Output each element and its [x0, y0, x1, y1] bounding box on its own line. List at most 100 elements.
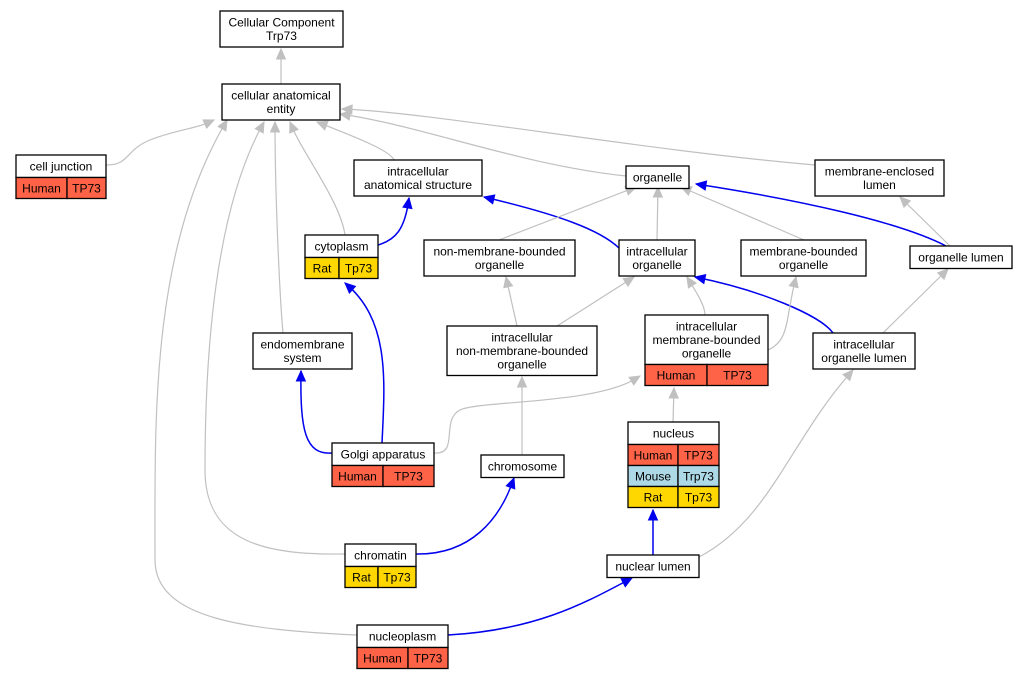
arrowhead-nucleus-to-imbo	[668, 386, 679, 399]
arrowhead-nucleo-to-cae	[217, 118, 228, 132]
edge-nucleo-to-nl	[447, 577, 633, 636]
species-label: Rat	[644, 491, 663, 505]
node-ol[interactable]: organelle lumen	[909, 245, 1013, 270]
species-label: Mouse	[635, 470, 671, 484]
edge-chromatin-to-chromo	[415, 477, 515, 555]
arrowhead-nucleo-to-nl	[620, 577, 634, 588]
edge-org-to-cae	[339, 113, 627, 177]
node-label-box	[740, 239, 867, 277]
gene-label: TP73	[414, 652, 443, 666]
node-label-line: organelle	[632, 258, 682, 272]
node-label-line: organelle	[497, 357, 547, 371]
node-nl[interactable]: nuclear lumen	[606, 554, 700, 579]
node-label-line: organelle lumen	[821, 351, 906, 365]
edge-golgi-to-cyto	[344, 282, 385, 444]
node-label-line: membrane-bounded	[652, 333, 760, 347]
gene-cell	[338, 256, 379, 280]
node-label-line: intracellular	[833, 337, 894, 351]
arrowhead-nl-to-iol	[842, 369, 854, 382]
node-label-line: chromosome	[488, 459, 558, 473]
edge-iol-to-ol	[882, 268, 949, 334]
gene-label: Tp73	[383, 571, 411, 585]
node-label-line: organelle	[682, 346, 732, 360]
species-label: Human	[634, 449, 673, 463]
node-chromo[interactable]: chromosome	[480, 454, 565, 479]
node-label-line: cell junction	[30, 159, 93, 173]
node-label-box	[644, 314, 769, 366]
gene-cell	[407, 646, 449, 670]
arrowhead-cae-to-root	[275, 47, 287, 60]
edge-golgi-to-imbo	[433, 375, 641, 454]
species-label: Human	[657, 369, 696, 383]
node-label-line: intracellular	[676, 319, 737, 333]
edge-ol-to-mel	[899, 196, 951, 247]
edge-iol-to-io	[694, 276, 834, 334]
species-label: Human	[338, 470, 377, 484]
gene-label: TP73	[684, 449, 713, 463]
arrowhead-golgi-to-endo	[295, 369, 307, 382]
node-label-line: chromatin	[354, 548, 407, 562]
node-label-box	[252, 332, 353, 370]
edge-io-to-ias	[483, 196, 620, 249]
node-label-box	[909, 245, 1013, 270]
arrowhead-mel-to-cae	[340, 104, 353, 115]
arrowhead-cyto-to-cae	[289, 120, 299, 134]
node-label-box	[606, 554, 700, 579]
arrowhead-io-to-org	[652, 185, 664, 198]
gene-cell	[66, 176, 107, 200]
arrowhead-iol-to-ol	[936, 268, 949, 281]
edge-ias-to-cae	[316, 121, 395, 161]
node-label-line: nucleoplasm	[369, 629, 436, 643]
edge-nl-to-iol	[698, 369, 854, 558]
node-label-line: lumen	[863, 178, 896, 192]
arrowhead-chromatin-to-chromo	[505, 476, 516, 490]
node-label-line: entity	[267, 102, 296, 116]
node-imbo[interactable]: intracellularmembrane-boundedorganelleHu…	[644, 314, 769, 387]
species-label: Human	[363, 652, 402, 666]
node-label-line: intracellular	[387, 164, 448, 178]
gene-cell	[706, 363, 769, 387]
edge-mel-to-cae	[341, 108, 816, 166]
gene-label: Trp73	[683, 470, 714, 484]
edge-imbo-to-mbo	[767, 276, 797, 351]
node-label-line: membrane-enclosed	[825, 164, 934, 178]
species-label: Rat	[352, 571, 371, 585]
node-label-line: Golgi apparatus	[341, 447, 426, 461]
arrowhead-chromatin-to-cae	[254, 120, 265, 134]
node-label-line: organelle	[475, 258, 525, 272]
edge-nucleo-to-cae	[154, 119, 358, 636]
edge-chromatin-to-cae	[204, 121, 346, 555]
node-inmbo[interactable]: intracellularnon-membrane-boundedorganel…	[446, 325, 598, 377]
arrowhead-chromo-to-inmbo	[516, 375, 528, 388]
edge-nmbo-to-org	[498, 186, 637, 241]
arrowhead-ias-to-cae	[315, 120, 329, 131]
node-label-box	[219, 10, 344, 48]
edge-cj-to-cae	[105, 119, 215, 166]
edge-inmbo-to-io	[556, 276, 635, 327]
node-label-line: endomembrane	[260, 337, 344, 351]
node-label-box	[625, 165, 690, 190]
node-label-line: cellular anatomical	[231, 88, 330, 102]
arrowhead-imbo-to-mbo	[788, 275, 799, 289]
node-label-line: organelle	[779, 258, 829, 272]
node-org[interactable]: organelle	[625, 165, 690, 190]
node-label-box	[812, 332, 916, 370]
node-label-box	[221, 83, 341, 121]
